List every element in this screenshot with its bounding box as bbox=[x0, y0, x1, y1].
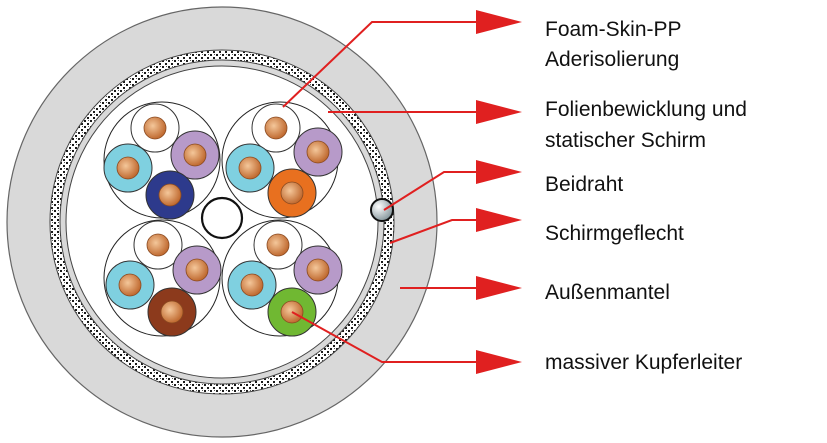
label-foam-line2: Aderisolierung bbox=[545, 48, 680, 71]
arrowhead-braid bbox=[476, 208, 522, 232]
pair-1 bbox=[103, 103, 220, 220]
drain-wire bbox=[370, 198, 394, 222]
label-foam-line1: Foam-Skin-PP bbox=[545, 18, 682, 41]
callout-line-braid bbox=[389, 219, 478, 244]
arrowhead-foam bbox=[476, 10, 522, 34]
arrowhead-conductor bbox=[476, 350, 522, 374]
label-jacket: Außenmantel bbox=[545, 281, 670, 304]
arrowhead-drain bbox=[476, 160, 522, 184]
callout-line-drain bbox=[383, 171, 478, 211]
center-filler bbox=[200, 196, 244, 240]
label-conductor: massiver Kupferleiter bbox=[545, 351, 743, 374]
pair-3 bbox=[105, 220, 222, 337]
callout-line-conductor bbox=[291, 311, 478, 363]
pair-2 bbox=[225, 103, 343, 218]
label-foil-line2: statischer Schirm bbox=[545, 129, 707, 152]
label-drain: Beidraht bbox=[545, 173, 624, 196]
arrowhead-jacket bbox=[476, 276, 522, 300]
label-braid: Schirmgeflecht bbox=[545, 222, 684, 245]
arrowhead-foil bbox=[476, 100, 522, 124]
callout-line-foam bbox=[282, 21, 478, 108]
label-foil-line1: Folienbewicklung und bbox=[545, 98, 747, 121]
